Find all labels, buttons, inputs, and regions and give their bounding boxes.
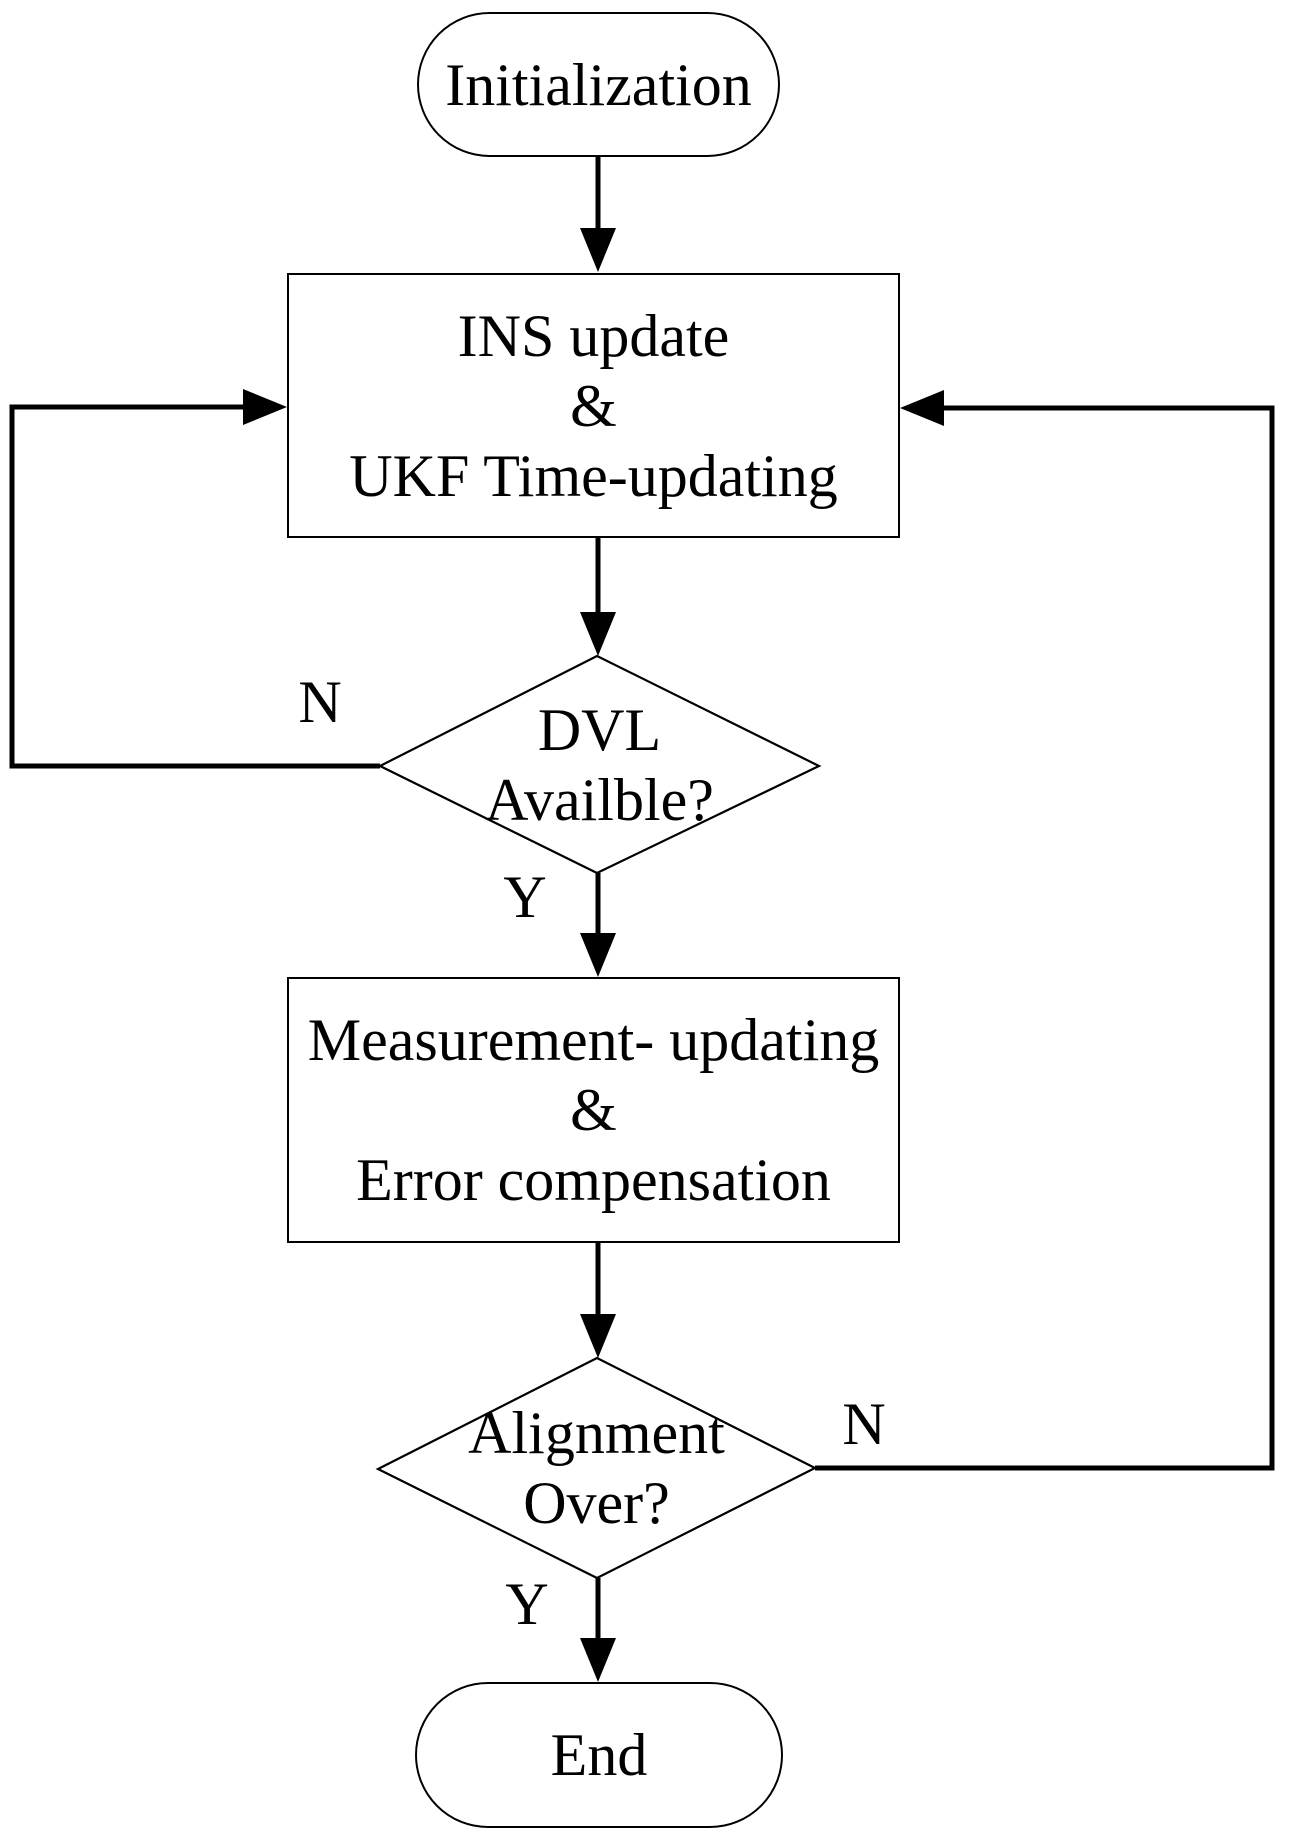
arrowhead-down <box>580 1638 616 1682</box>
edge-measurement-to-alignment-decision <box>580 1243 616 1358</box>
branch-label-dvl-no: N <box>298 669 342 735</box>
node-measurement-updating-label: Measurement- updating & Error compensati… <box>307 1007 880 1213</box>
arrowhead-down <box>580 1314 616 1358</box>
edge-alignment-yes-to-end <box>580 1578 616 1682</box>
edge-initialization-to-ins-update <box>580 157 616 272</box>
arrowhead-left <box>900 390 944 426</box>
branch-label-alignment-no: N <box>842 1391 886 1457</box>
edge-line <box>9 404 380 769</box>
edge-dvl-no-loop-to-ins-update <box>9 389 380 769</box>
node-end: End <box>415 1682 783 1828</box>
arrowhead-right <box>243 389 287 425</box>
edge-alignment-no-loop-to-ins-update <box>815 390 1275 1471</box>
branch-label-dvl-yes: Y <box>503 864 547 930</box>
branch-label-alignment-yes: Y <box>505 1571 549 1637</box>
node-initialization: Initialization <box>417 12 780 157</box>
arrowhead-down <box>580 933 616 977</box>
arrowhead-down <box>580 228 616 272</box>
node-measurement-updating: Measurement- updating & Error compensati… <box>287 977 900 1243</box>
edge-dvl-yes-to-measurement <box>580 873 616 977</box>
node-end-label: End <box>550 1722 648 1788</box>
edge-ins-update-to-dvl-decision <box>580 538 616 656</box>
node-alignment-over-decision: Alignment Over? <box>378 1358 815 1578</box>
node-ins-update-label: INS update & UKF Time-updating <box>349 302 838 509</box>
alignment-decision-shape <box>375 1356 818 1580</box>
node-initialization-label: Initialization <box>445 51 752 118</box>
node-alignment-over-label: Alignment Over? <box>468 1400 725 1536</box>
edge-line <box>815 405 1275 1471</box>
node-dvl-available-label: DVL Availble? <box>485 696 714 833</box>
arrowhead-down <box>580 612 616 656</box>
dvl-decision-shape <box>377 654 822 875</box>
node-ins-update: INS update & UKF Time-updating <box>287 273 900 538</box>
node-dvl-available-decision: DVL Availble? <box>380 656 819 873</box>
